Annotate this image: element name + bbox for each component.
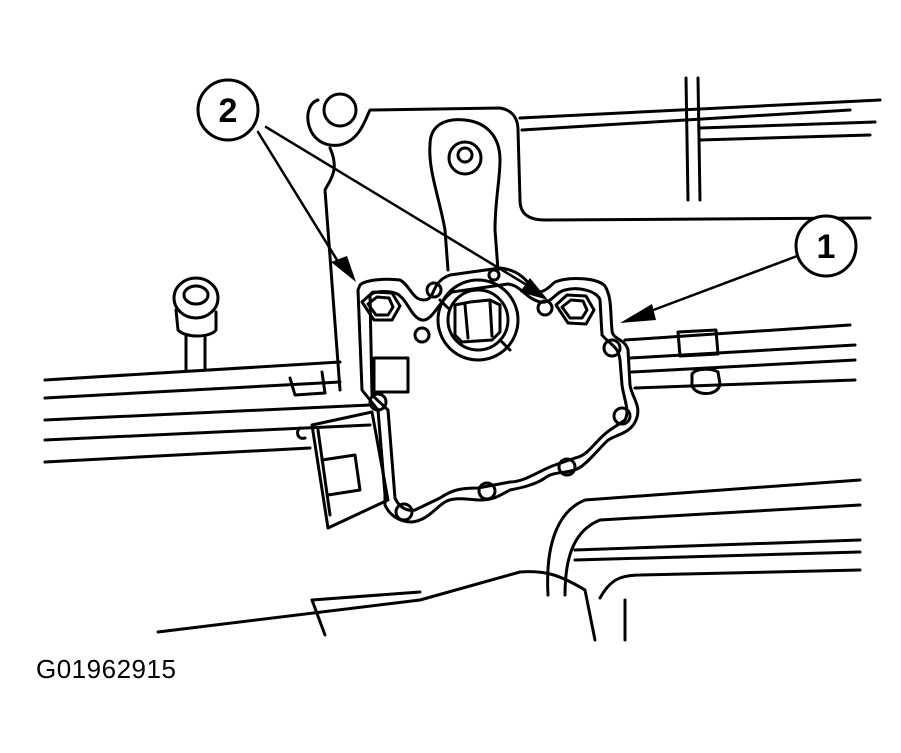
lower-duct	[156, 478, 862, 642]
mounting-holes	[368, 268, 632, 522]
callout-1: 1	[794, 214, 858, 278]
label-plate	[372, 356, 410, 394]
figure-id: G01962915	[36, 654, 177, 684]
arrowhead-right-bolt	[520, 278, 548, 300]
callout-2: 2	[196, 78, 260, 142]
callout-1-label: 1	[817, 228, 836, 266]
left-bolt	[360, 290, 402, 322]
drive-socket	[436, 278, 520, 362]
mounting-bracket	[428, 118, 502, 272]
left-stud	[172, 276, 220, 372]
callout-2-label: 2	[219, 92, 238, 130]
electrical-connector	[296, 410, 390, 530]
rails	[43, 323, 857, 464]
arrowhead-connector	[620, 304, 656, 323]
right-bolt	[554, 293, 596, 326]
arrowhead-left-bolt	[331, 256, 356, 282]
housing-panel	[306, 76, 882, 392]
leader-lines	[256, 125, 802, 317]
